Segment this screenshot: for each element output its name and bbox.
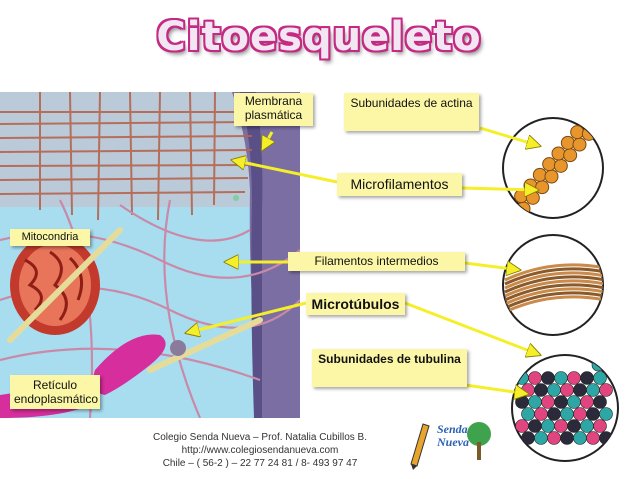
label-actina: Subunidades de actina [344,93,479,131]
cell-illustration [0,92,300,418]
intermediate-filament-inset [502,234,604,336]
school-logo [410,422,491,470]
label-membrana: Membrana plasmática [234,93,313,126]
label-filamentos-intermedios: Filamentos intermedios [288,252,465,271]
label-microfilamentos: Microfilamentos [337,173,462,196]
actin-inset [502,117,604,219]
label-reticulo: Retículo endoplasmático [10,375,100,409]
footer-credits: Colegio Senda Nueva – Prof. Natalia Cubi… [132,431,388,470]
mitochondrion [10,235,100,335]
school-logo-text: Senda Nueva [437,423,469,449]
tubulin-inset [511,354,619,462]
label-microtubulos: Microtúbulos [306,293,405,315]
label-mitocondria: Mitocondria [10,229,90,246]
logo-line-1: Senda [437,422,468,436]
footer-line-2: http://www.colegiosendanueva.com [181,445,339,456]
label-arrows [186,126,540,394]
footer-line-3: Chile – ( 56-2 ) – 22 77 24 81 / 8- 493 … [162,458,358,469]
footer-line-1: Colegio Senda Nueva – Prof. Natalia Cubi… [152,432,367,443]
page-title: Citoesqueleto [156,14,482,60]
label-tubulina: Subunidades de tubulina [312,349,467,387]
logo-line-2: Nueva [437,435,469,449]
